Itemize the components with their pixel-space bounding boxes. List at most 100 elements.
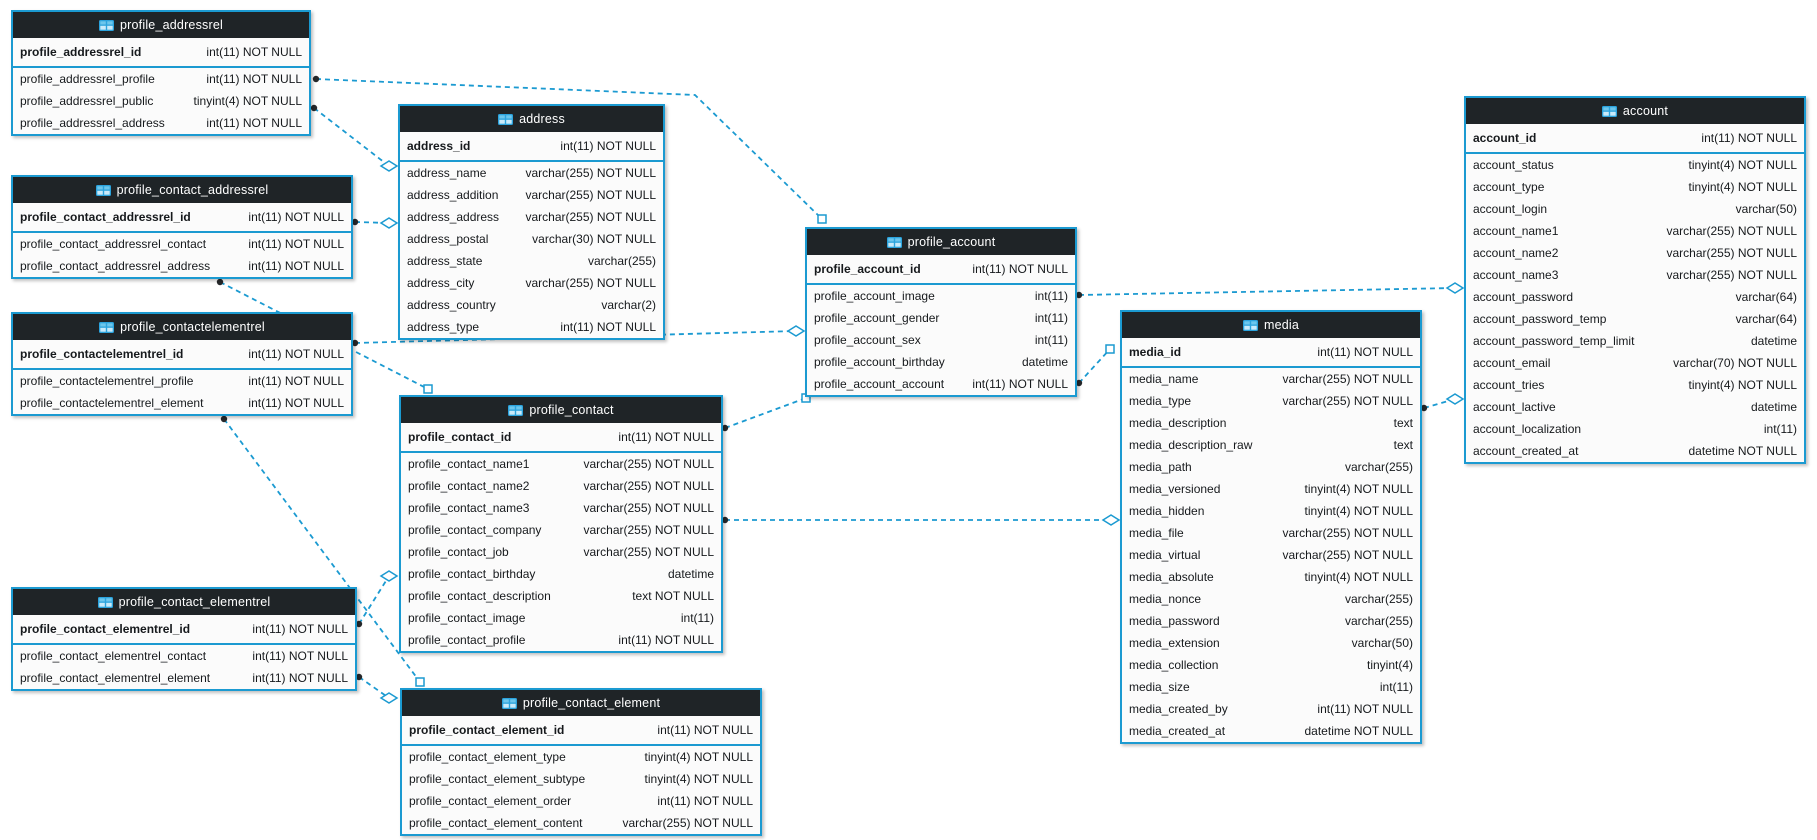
- relationship-profile_contactelementrel-to-profile_contact_element[interactable]: [223, 418, 421, 683]
- relationship-profile_addressrel-to-profile_account[interactable]: [315, 78, 823, 220]
- table-header[interactable]: profile_contactelementrel: [13, 314, 351, 340]
- table-header[interactable]: profile_contact: [401, 397, 721, 423]
- relationship-profile_contact-to-profile_account[interactable]: [724, 397, 807, 429]
- relationship-profile_account-to-account[interactable]: [1078, 287, 1456, 296]
- table-header[interactable]: profile_contact_elementrel: [13, 589, 355, 615]
- table-header[interactable]: profile_contact_element: [402, 690, 760, 716]
- relationship-profile_contact_elementrel-to-profile_contact[interactable]: [358, 575, 390, 625]
- table-header[interactable]: account: [1466, 98, 1804, 124]
- relationship-profile_contact_addressrel-to-profile_contact[interactable]: [219, 281, 429, 390]
- relationship-profile_contact_elementrel-to-profile_contact_element[interactable]: [358, 676, 390, 699]
- table-header[interactable]: address: [400, 106, 663, 132]
- relationship-profile_account-to-media[interactable]: [1078, 348, 1111, 384]
- table-header[interactable]: profile_contact_addressrel: [13, 177, 351, 203]
- table-header[interactable]: profile_account: [807, 229, 1075, 255]
- relationship-profile_addressrel-to-address[interactable]: [313, 107, 390, 167]
- table-header[interactable]: profile_addressrel: [13, 12, 309, 38]
- table-header[interactable]: media: [1122, 312, 1420, 338]
